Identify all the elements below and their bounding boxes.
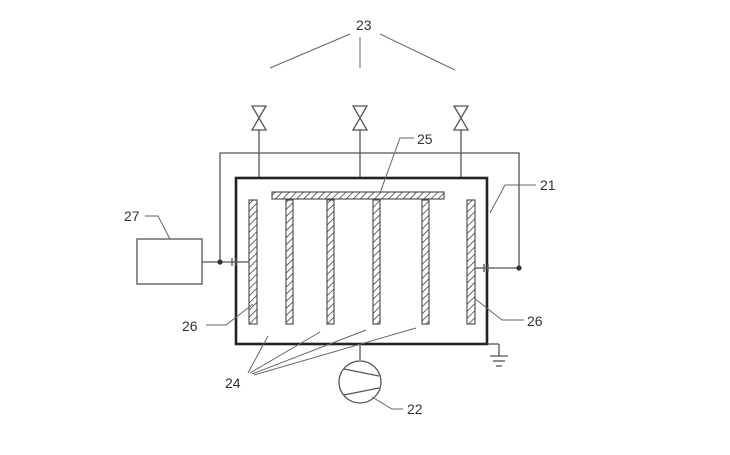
electrode-1 bbox=[285, 199, 294, 325]
leader-26-left bbox=[206, 303, 254, 326]
wiring-frame bbox=[219, 152, 520, 268]
label-power-supply: 27 bbox=[124, 208, 140, 224]
valve-right-icon bbox=[452, 105, 470, 178]
leader-26-right bbox=[473, 297, 524, 321]
left-liner bbox=[248, 199, 258, 325]
node-left bbox=[217, 259, 223, 265]
label-gas-inlets: 23 bbox=[356, 17, 372, 33]
node-right bbox=[516, 265, 522, 271]
label-chamber: 21 bbox=[540, 177, 556, 193]
right-liner bbox=[466, 199, 476, 325]
power-supply-box bbox=[136, 238, 203, 285]
top-plate bbox=[271, 191, 445, 200]
electrode-2 bbox=[326, 199, 335, 325]
leader-24-d bbox=[253, 327, 417, 376]
label-pump: 22 bbox=[407, 401, 423, 417]
leader-22 bbox=[371, 396, 403, 410]
label-electrodes: 24 bbox=[225, 375, 241, 391]
ground-icon bbox=[487, 343, 508, 367]
leader-24-c bbox=[251, 329, 367, 375]
leader-23-left bbox=[269, 33, 351, 69]
capacitor-right-icon bbox=[483, 264, 489, 272]
label-top-plate: 25 bbox=[417, 131, 433, 147]
leader-25 bbox=[379, 137, 414, 194]
label-right-liner: 26 bbox=[527, 313, 543, 329]
leader-21 bbox=[489, 184, 536, 214]
valve-center-icon bbox=[351, 105, 369, 178]
label-left-liner: 26 bbox=[182, 318, 198, 334]
leader-24-a bbox=[247, 335, 269, 374]
chamber-box bbox=[234, 176, 489, 346]
leader-23-right bbox=[379, 33, 456, 71]
electrode-3 bbox=[372, 199, 381, 325]
pump-icon bbox=[338, 360, 382, 404]
electrode-4 bbox=[421, 199, 430, 325]
leader-24-b bbox=[249, 331, 321, 374]
valve-left-icon bbox=[250, 105, 268, 178]
leader-27 bbox=[145, 215, 171, 240]
capacitor-left-icon bbox=[231, 258, 237, 266]
